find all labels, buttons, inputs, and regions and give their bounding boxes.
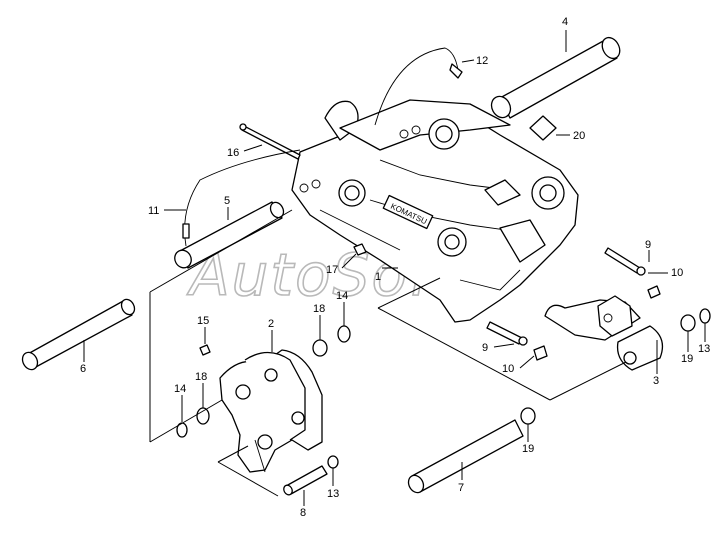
- callout-5: 5: [224, 195, 230, 207]
- ring-19a: [680, 314, 696, 332]
- callout-17: 17: [326, 264, 338, 276]
- callout-18-lower: 18: [195, 371, 207, 383]
- grease-nipple-part-15: [199, 344, 211, 356]
- wire-end-part-11: [182, 223, 190, 239]
- leader-lines: [83, 30, 706, 506]
- callout-14-upper: 14: [336, 290, 348, 302]
- bolt-part-16: [239, 123, 301, 160]
- ring-18b: [196, 407, 210, 425]
- nameplate-part-20: [529, 115, 557, 141]
- callout-13-right: 13: [698, 343, 710, 355]
- callout-2: 2: [268, 318, 274, 330]
- pin-part-7: [407, 419, 524, 494]
- pin-part-5: [174, 201, 285, 269]
- callout-16: 16: [227, 147, 239, 159]
- callout-3: 3: [653, 375, 659, 387]
- callout-1: 1: [375, 271, 381, 283]
- callout-20: 20: [573, 130, 585, 142]
- callout-8: 8: [300, 507, 306, 519]
- clip-part-12: [374, 47, 463, 126]
- callout-15: 15: [197, 315, 209, 327]
- pin-part-6: [21, 298, 136, 371]
- rings-group: [176, 308, 711, 469]
- cylinder-part-3: [544, 295, 664, 371]
- callout-18-upper: 18: [313, 303, 325, 315]
- callout-14-lower: 14: [174, 383, 186, 395]
- callout-6: 6: [80, 363, 86, 375]
- ring-14a: [337, 325, 351, 343]
- pin-part-8: [283, 465, 328, 496]
- callout-19-lower: 19: [522, 443, 534, 455]
- coupler-body-part-1: KOMATSU: [291, 99, 579, 323]
- callout-9-top: 9: [645, 239, 651, 251]
- callout-10-top: 10: [671, 267, 683, 279]
- callout-9-lower: 9: [482, 342, 488, 354]
- callout-7: 7: [458, 482, 464, 494]
- callout-19-right: 19: [681, 353, 693, 365]
- pin-part-4: [490, 36, 621, 119]
- bolts-fittings: [353, 243, 661, 361]
- callout-11: 11: [148, 205, 159, 217]
- ring-13b: [327, 455, 339, 469]
- hook-part-2: [219, 349, 323, 473]
- callout-13-lower: 13: [327, 488, 339, 500]
- ring-18a: [312, 339, 328, 357]
- callout-4: 4: [562, 16, 568, 28]
- ring-13a: [699, 308, 711, 324]
- callout-labels: 4 12 20 16 5 11 9 10 17 1 18 14 15 2 9 1…: [80, 16, 710, 519]
- ring-19b: [520, 407, 536, 425]
- callout-10-lower: 10: [502, 363, 514, 375]
- wire-part-11: [184, 149, 301, 247]
- callout-12: 12: [476, 55, 488, 67]
